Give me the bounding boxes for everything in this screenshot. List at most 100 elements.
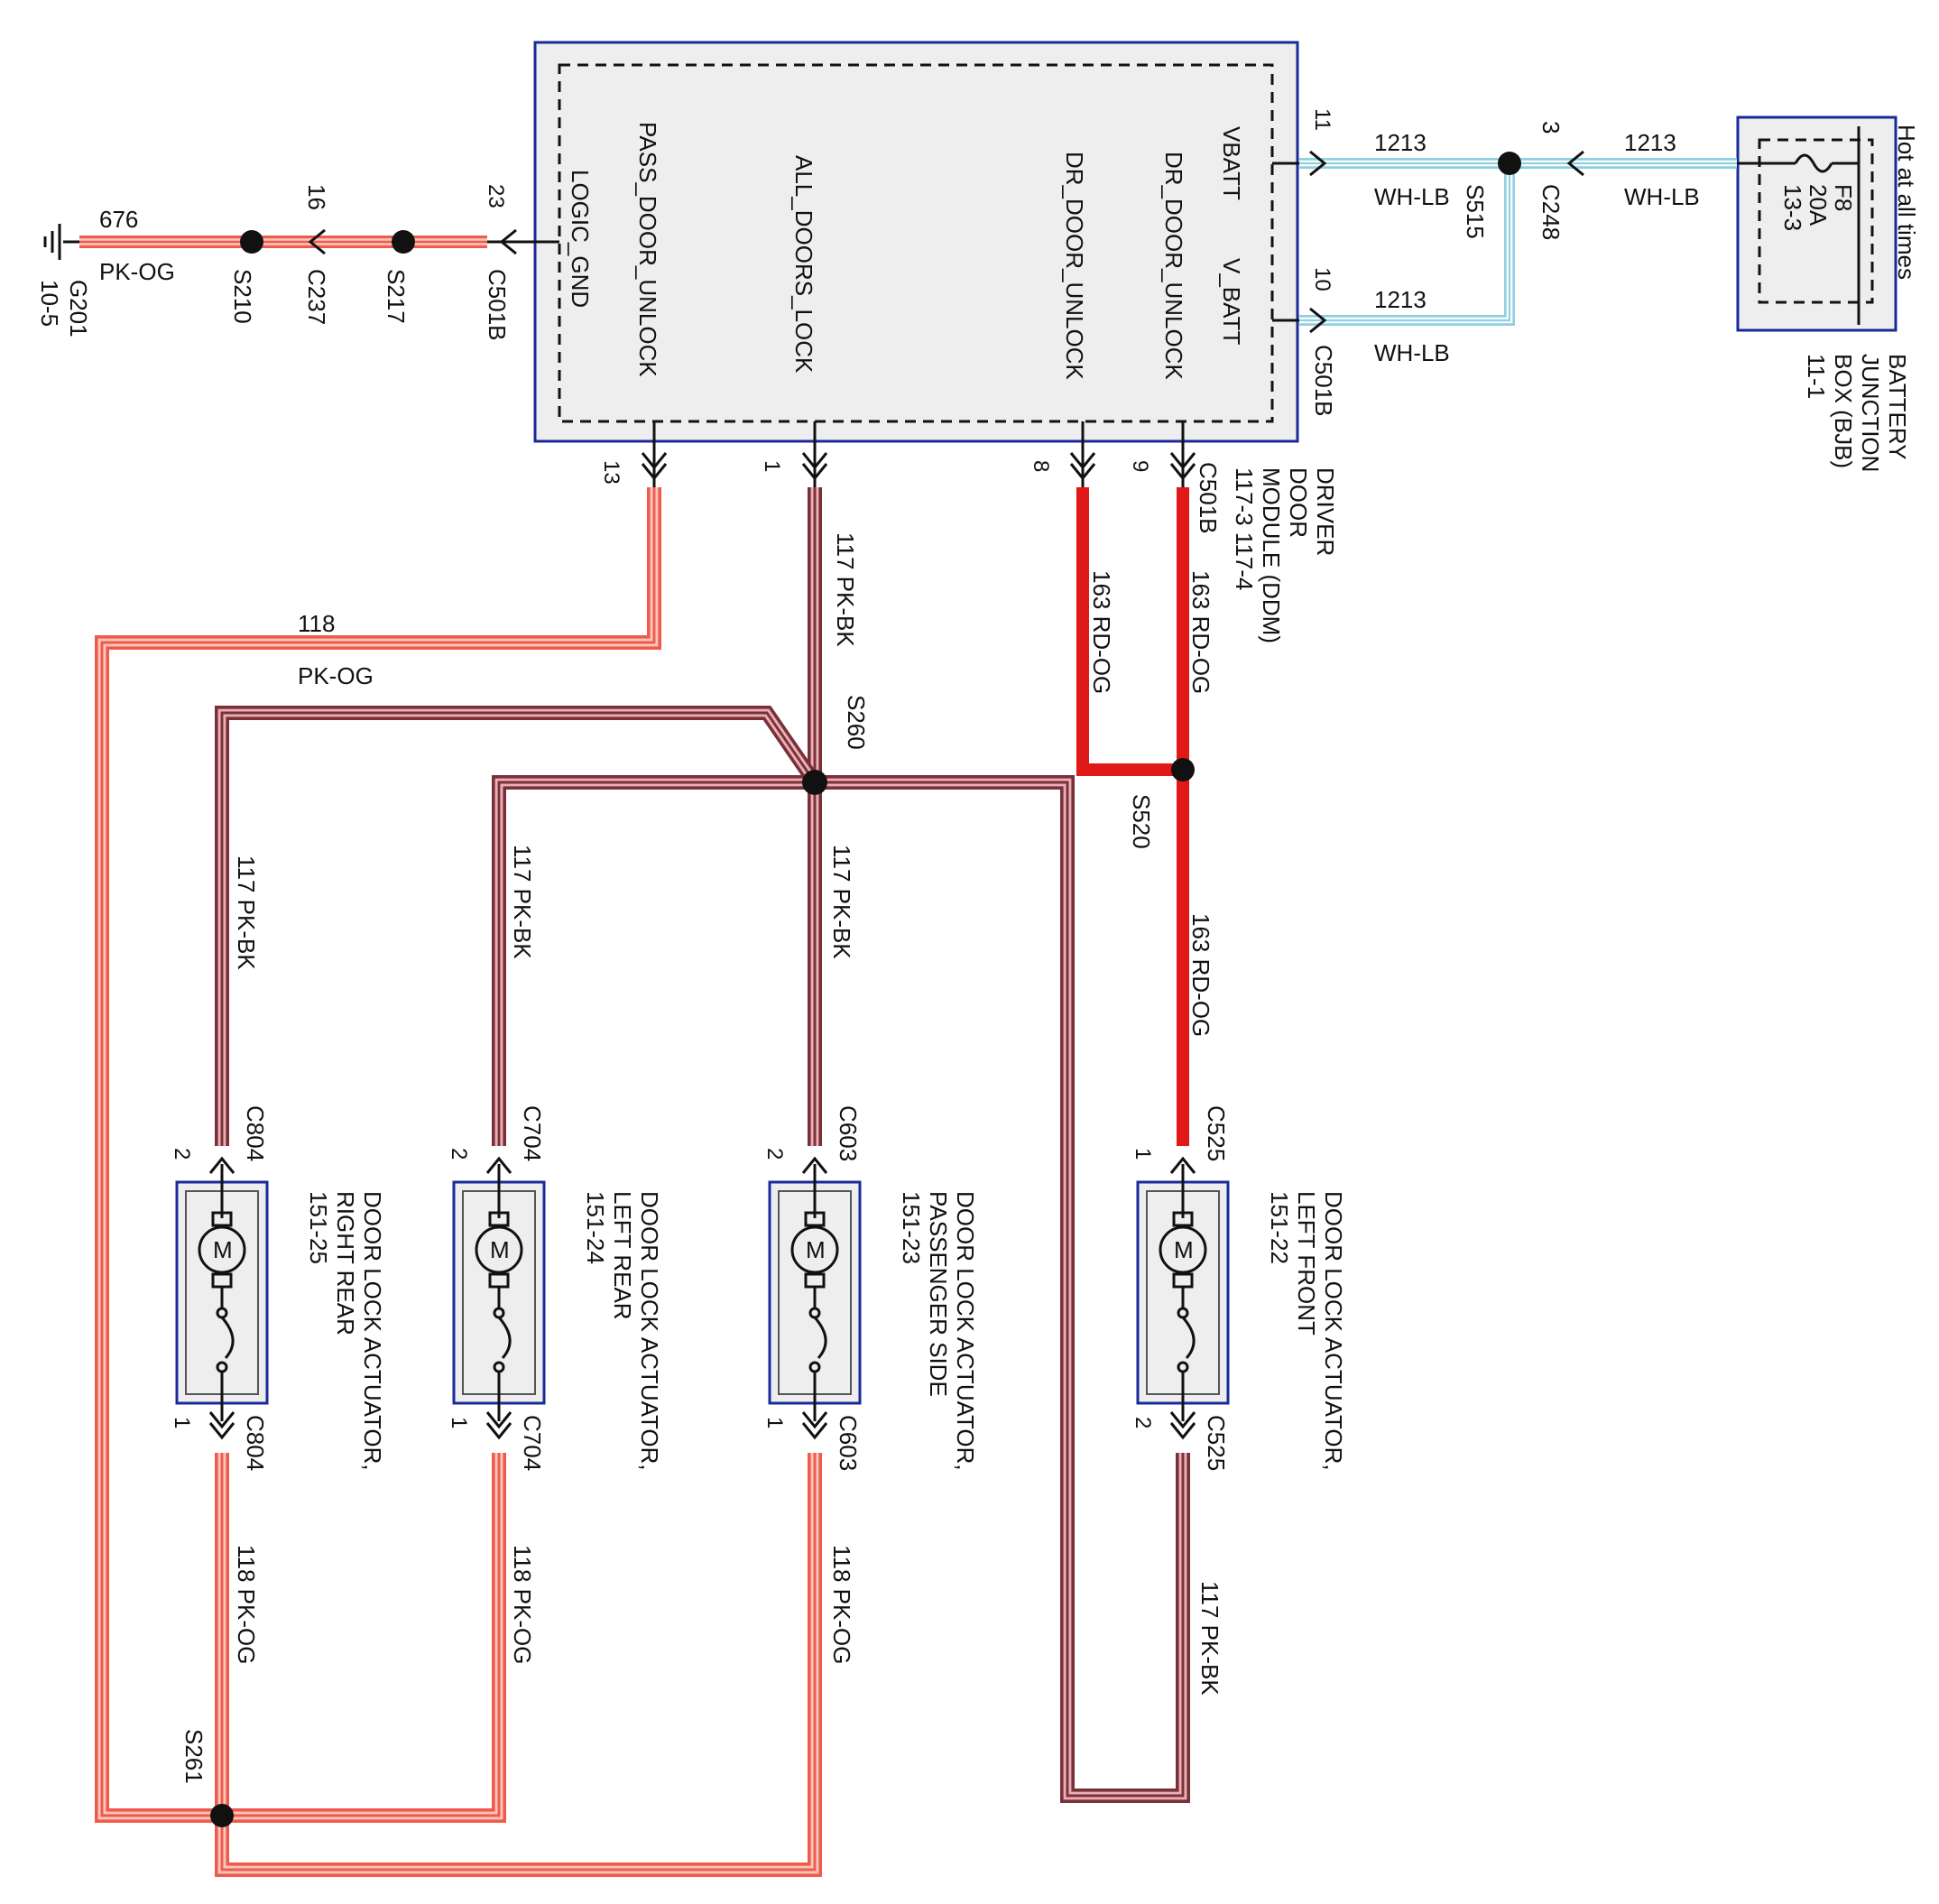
pin-number: 1	[1131, 1148, 1155, 1160]
actuator-title-line: DOOR LOCK ACTUATOR,	[636, 1191, 663, 1471]
svg-text:M: M	[806, 1236, 826, 1263]
pin-number: 13	[599, 460, 623, 485]
battery-junction-box	[1736, 116, 1897, 332]
wire-117-label: 117 PK-BK	[1196, 1581, 1223, 1696]
actuator-title-line: 151-22	[1266, 1191, 1293, 1264]
actuator-title-line: RIGHT REAR	[332, 1191, 359, 1336]
wire-1213-number: 1213	[1374, 286, 1427, 313]
connector-arrow-icon	[1169, 463, 1196, 481]
ddm-name-line: DRIVER	[1312, 467, 1339, 556]
connector-c248-pin: 3	[1537, 121, 1565, 134]
splice-s210: S210	[229, 269, 256, 324]
splice-icon	[1498, 152, 1521, 175]
connector-arrow-icon	[801, 463, 828, 481]
wire-1213-wh-lb	[1299, 163, 1515, 326]
wire-118-label: 118 PK-OG	[509, 1545, 536, 1664]
actuator-title-line: DOOR LOCK ACTUATOR,	[1320, 1191, 1347, 1471]
pin-name-dr-door-unlock: DR_DOOR_UNLOCK	[1061, 152, 1088, 380]
splice-s217: S217	[383, 269, 410, 324]
bjb-name-line: 11-1	[1803, 354, 1830, 399]
bjb-name-line: BATTERY	[1884, 354, 1911, 460]
connector-arrow-icon	[641, 463, 668, 481]
bjb-hot: Hot at all times	[1893, 125, 1920, 280]
door-lock-actuator-rr: M	[175, 1164, 269, 1421]
switch-icon	[216, 1287, 235, 1421]
connector-c237-pin: 16	[303, 184, 330, 210]
connector-arrow-icon	[1309, 307, 1327, 334]
actuator-title-line: PASSENGER SIDE	[925, 1191, 952, 1397]
pin-name-vbatt: VBATT	[1218, 126, 1245, 200]
splice-s260: S260	[843, 695, 870, 750]
connector-arrow-icon	[801, 1422, 828, 1440]
pin-number: 2	[447, 1148, 471, 1160]
wire-117-label: 117 PK-BK	[832, 532, 859, 647]
connector-arrow-icon	[1169, 452, 1196, 470]
pin-number: 8	[1029, 460, 1053, 472]
wire-163-label: 163 RD-OG	[1088, 570, 1115, 694]
wire-118-pk-og-ps	[215, 1453, 822, 1877]
splices	[210, 152, 1521, 1827]
connector-arrow-icon	[208, 1156, 235, 1174]
svg-text:M: M	[213, 1236, 233, 1263]
connector-c525: C525	[1203, 1105, 1230, 1161]
ddm-name-line: DOOR	[1285, 467, 1312, 538]
connector-arrow-icon	[1309, 150, 1327, 177]
splice-icon	[802, 770, 827, 795]
splice-s261: S261	[180, 1729, 208, 1784]
connector-c248: C248	[1537, 184, 1565, 240]
connector-c501b: C501B	[1310, 345, 1337, 417]
actuator-title-line: 151-24	[582, 1191, 609, 1264]
connector-c804: C804	[242, 1105, 269, 1161]
connector-arrow-icon	[1169, 1156, 1196, 1174]
connector-arrow-icon	[1169, 1422, 1196, 1440]
pin-number: 11	[1310, 108, 1334, 131]
connector-c501b: C501B	[1195, 462, 1222, 534]
connector-arrow-icon	[208, 1411, 235, 1429]
pin-name-v-batt: V_BATT	[1218, 258, 1245, 345]
switch-icon	[808, 1287, 827, 1421]
bjb-name-line: BOX (BJB)	[1830, 354, 1857, 468]
connector-arrow-icon	[485, 1156, 512, 1174]
splice-icon	[240, 230, 263, 254]
connector-arrow-icon	[801, 1156, 828, 1174]
connector-c501b: C501B	[484, 269, 511, 341]
connector-arrows	[208, 150, 1584, 1440]
bjb-fuse-line: 20A	[1805, 184, 1832, 226]
connector-c603: C603	[835, 1415, 862, 1471]
connector-arrow-icon	[801, 1411, 828, 1429]
bjb-name-line: JUNCTION	[1857, 354, 1884, 472]
actuator-title-line: DOOR LOCK ACTUATOR,	[359, 1191, 386, 1471]
connector-arrow-icon	[1069, 463, 1096, 481]
wire-163-label: 163 RD-OG	[1187, 913, 1214, 1037]
wire-163-label: 163 RD-OG	[1187, 570, 1214, 694]
splice-icon	[210, 1804, 234, 1827]
connector-arrow-icon	[499, 228, 517, 255]
actuator-title-line: LEFT REAR	[609, 1191, 636, 1320]
pin-number: 1	[760, 460, 784, 472]
pin-number: 1	[762, 1417, 787, 1428]
actuator-title-line: 151-25	[305, 1191, 332, 1264]
bjb-fuse-line: 13-3	[1779, 184, 1806, 231]
pin-name-logic-gnd: LOGIC_GND	[567, 170, 594, 308]
connector-c237: C237	[303, 269, 330, 325]
wire-118-label: 118 PK-OG	[828, 1545, 855, 1664]
pin-number: 1	[170, 1417, 194, 1428]
connector-arrow-icon	[485, 1422, 512, 1440]
wire-118-number: 118	[298, 610, 335, 637]
motor-icon: M	[475, 1211, 523, 1289]
splice-icon	[1171, 758, 1195, 781]
ground-icon	[43, 224, 79, 260]
pin-name-all-doors-lock: ALL_DOORS_LOCK	[790, 155, 817, 374]
connector-c804: C804	[242, 1415, 269, 1471]
connector-arrow-icon	[308, 228, 326, 255]
connector-c704: C704	[519, 1105, 546, 1161]
ddm-name-line: MODULE (DDM)	[1258, 467, 1285, 643]
wire-118-pk-og-lr	[222, 1453, 506, 1823]
wire-117-pk-bk-lr	[492, 775, 815, 1146]
wire-117-label: 117 PK-BK	[509, 845, 536, 959]
ddm-name-line: 117-3 117-4	[1231, 467, 1258, 590]
pin-number: 9	[1128, 460, 1152, 472]
